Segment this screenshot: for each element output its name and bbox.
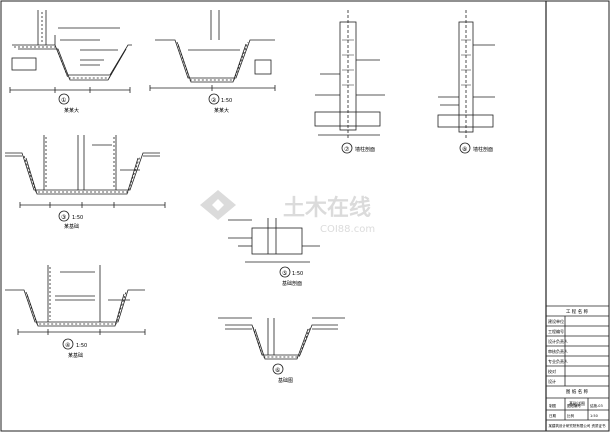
section-2-caption: 某某大	[214, 107, 229, 114]
section-3-marker	[58, 210, 70, 222]
section-3-caption: 某基础	[64, 223, 79, 230]
section-6-caption: 基础图	[278, 377, 293, 384]
title-row-label-1: 工程编号	[548, 328, 564, 334]
section-2-scale: 1:50	[221, 98, 232, 104]
bottom-row-cell-1: 图纸编号	[567, 403, 581, 408]
bottom-row2-cell-1: 比例	[567, 413, 575, 418]
section-4-scale: 1:50	[76, 343, 87, 349]
section-7-drawing	[314, 10, 385, 140]
section-7-marker	[341, 142, 353, 154]
section-1-caption: 某某大	[64, 107, 79, 114]
section-7-caption: 墙柱剖面	[355, 146, 375, 153]
section-8-number: ⑧	[462, 146, 467, 153]
section-8-drawing	[437, 10, 495, 140]
bottom-row2-cell-0: 日期	[549, 413, 557, 418]
section-2-number: ②	[211, 97, 217, 104]
section-1-number: ①	[61, 97, 66, 104]
section-4-label: ④ 1:50 某基础	[62, 338, 87, 359]
section-2-drawing	[149, 10, 276, 91]
watermark-main-text: 土木在线	[283, 195, 371, 221]
section-3-drawing	[5, 135, 166, 208]
section-4-number: ④	[65, 342, 70, 349]
section-5-drawing	[228, 218, 320, 263]
watermark: 土木在线 COI88.com	[200, 190, 375, 235]
section-3-number: ③	[61, 214, 66, 221]
drawing-title: 基础详图	[569, 400, 585, 406]
title-row-label-4: 专业负责人	[548, 358, 568, 364]
title-block	[546, 305, 609, 421]
section-8-caption: 墙柱剖面	[473, 146, 493, 153]
section-2-marker	[208, 93, 220, 105]
section-7-number: ⑦	[344, 146, 350, 153]
section-1-label: ① 某某大	[58, 93, 79, 114]
drawing-title-label: 图 纸 名 称	[566, 388, 589, 395]
section-2-label: ② 1:50 某某大	[208, 93, 232, 114]
section-8-marker	[459, 142, 471, 154]
section-3-scale: 1:50	[72, 215, 83, 221]
section-6-marker	[272, 363, 284, 375]
title-row-label-0: 建设单位	[548, 318, 564, 324]
section-1-drawing	[9, 10, 132, 93]
section-4-marker	[62, 338, 74, 350]
watermark-logo-icon	[200, 190, 236, 220]
bottom-row2-cell-2: 1:50	[590, 414, 598, 418]
section-1-marker	[58, 93, 70, 105]
section-4-caption: 某基础	[68, 352, 83, 359]
section-8-label: ⑧ 墙柱剖面	[459, 142, 493, 154]
section-3-label: ③ 1:50 某基础	[58, 210, 83, 230]
title-row-label-5: 校对	[548, 368, 556, 374]
bottom-row-cell-0: 制图	[549, 403, 557, 408]
title-block-header: 工 程 名 称	[566, 308, 589, 315]
watermark-sub-text: COI88.com	[320, 224, 375, 235]
title-row-label-6: 设计	[548, 378, 556, 384]
section-4-drawing	[5, 265, 146, 335]
section-5-scale: 1:50	[292, 271, 303, 277]
title-row-label-3: 审核负责人	[548, 348, 568, 354]
section-5-caption: 基础剖面	[282, 280, 302, 287]
section-6-label: ⑥ 基础图	[272, 363, 293, 384]
bottom-row-cell-2: 结施-03	[590, 403, 603, 408]
section-5-number: ⑤	[282, 270, 287, 277]
section-6-number: ⑥	[275, 367, 280, 374]
title-row-label-2: 设计负责人	[548, 338, 568, 344]
section-6-drawing	[218, 317, 345, 360]
section-5-label: ⑤ 1:50 基础剖面	[279, 266, 303, 287]
title-block-footer: 某建筑设计研究院有限公司 资质证书	[548, 423, 606, 428]
section-5-marker	[279, 266, 291, 278]
section-7-label: ⑦ 墙柱剖面	[341, 142, 375, 154]
